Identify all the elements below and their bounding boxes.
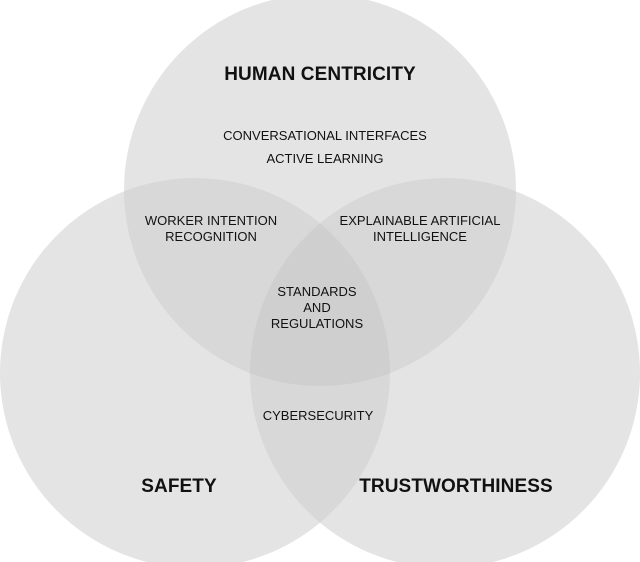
label-line: STANDARDS [277, 284, 357, 299]
overlap-all [250, 178, 390, 386]
item-cybersecurity: CYBERSECURITY [262, 408, 374, 423]
label-line: AND [303, 300, 331, 315]
item-worker-intention-recognition: WORKER INTENTION RECOGNITION [145, 213, 277, 245]
item-standards-and-regulations: STANDARDS AND REGULATIONS [271, 284, 363, 332]
set-title-safety: SAFETY [141, 476, 217, 497]
set-title-human-centricity: HUMAN CENTRICITY [224, 64, 416, 85]
item-explainable-ai: EXPLAINABLE ARTIFICIAL INTELLIGENCE [340, 213, 501, 245]
item-conversational-interfaces: CONVERSATIONAL INTERFACES [223, 128, 427, 143]
label-line: WORKER INTENTION [144, 213, 278, 228]
label-line: INTELLIGENCE [373, 229, 467, 244]
label-line: EXPLAINABLE ARTIFICIAL [339, 213, 501, 228]
label-line: REGULATIONS [270, 316, 364, 331]
set-title-trustworthiness: TRUSTWORTHINESS [359, 476, 553, 497]
item-active-learning: ACTIVE LEARNING [266, 151, 384, 166]
label-line: RECOGNITION [165, 229, 257, 244]
